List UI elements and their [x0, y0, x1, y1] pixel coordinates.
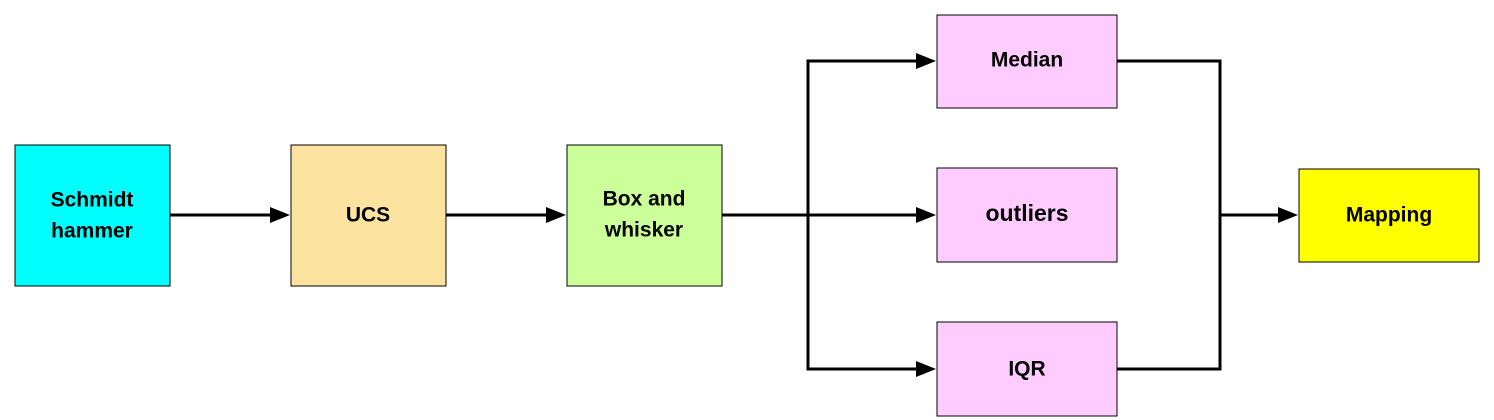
node-median: Median: [936, 14, 1118, 109]
node-outliers: outliers: [936, 167, 1118, 263]
node-mapping-box: [1298, 168, 1480, 263]
node-ucs-box: [290, 144, 447, 287]
connectors: [170, 53, 1298, 377]
node-outliers-label: outliers: [985, 200, 1068, 226]
arrowhead-outliers: [916, 207, 936, 223]
node-median-label: Median: [991, 49, 1063, 72]
node-schmidt-hammer-label-line2: hammer: [51, 220, 133, 243]
node-iqr: IQR: [936, 321, 1118, 417]
arrowhead-median: [916, 53, 936, 69]
arrowhead-iqr: [916, 361, 936, 377]
arrowhead-boxwhisker: [546, 207, 566, 223]
node-median-box: [936, 14, 1118, 109]
node-ucs-label: UCS: [346, 204, 390, 227]
node-outliers-box: [936, 167, 1118, 263]
node-box-and-whisker-label-line2: whisker: [604, 219, 683, 242]
node-iqr-box: [936, 321, 1118, 417]
node-ucs: UCS: [290, 144, 447, 287]
node-mapping: Mapping: [1298, 168, 1480, 263]
arrowhead-mapping: [1278, 207, 1298, 223]
node-schmidt-hammer-box: [14, 144, 171, 287]
node-mapping-label: Mapping: [1346, 204, 1432, 227]
node-box-and-whisker: Box and whisker: [566, 144, 723, 287]
node-schmidt-hammer-label-line1: Schmidt: [51, 189, 134, 212]
node-box-and-whisker-label-line1: Box and: [603, 188, 686, 211]
node-iqr-label: IQR: [1008, 358, 1045, 381]
node-box-and-whisker-box: [566, 144, 723, 287]
arrowhead-ucs: [270, 207, 290, 223]
node-schmidt-hammer: Schmidt hammer: [14, 144, 171, 287]
